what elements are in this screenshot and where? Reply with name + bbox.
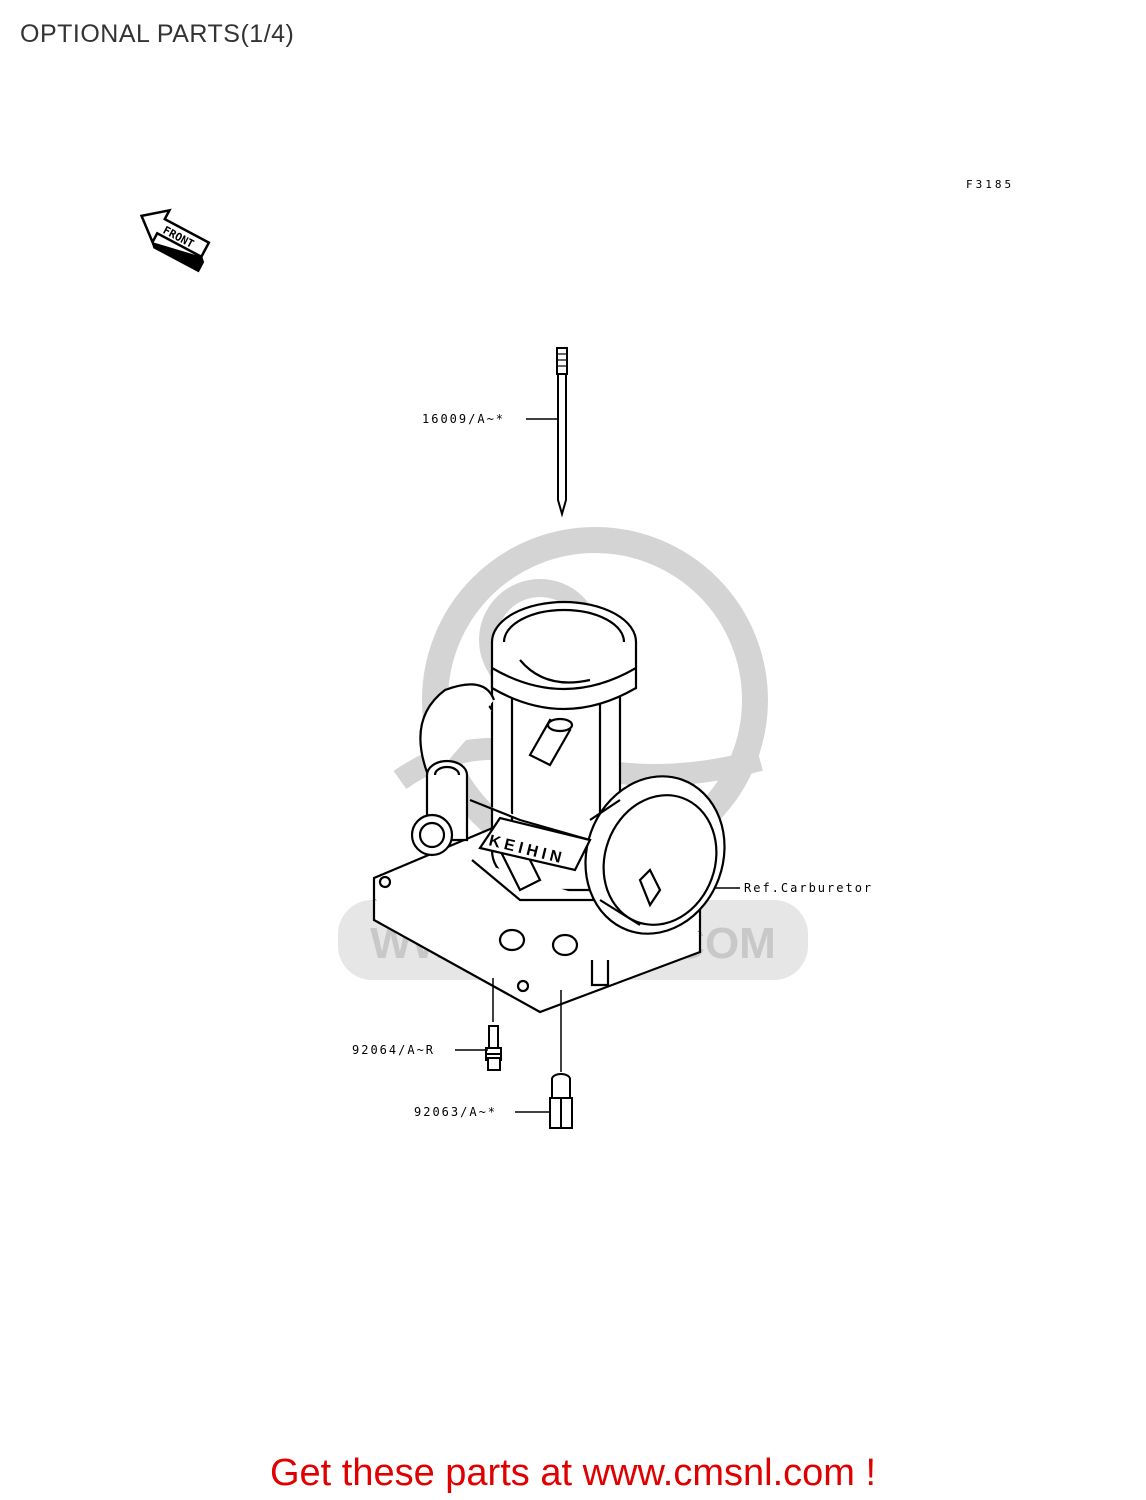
part-label-92064: 92064/A~R [352,1043,435,1057]
get-parts-link[interactable]: Get these parts at www.cmsnl.com ! [269,1452,877,1494]
carburetor-body [372,600,726,1014]
page-title: OPTIONAL PARTS(1/4) [20,20,295,48]
part-label-92063: 92063/A~* [414,1105,497,1119]
front-arrow-icon: FRONT [139,208,211,273]
figure-code: F3185 [966,178,1015,191]
part-16009-needle [526,347,568,518]
part-label-ref-carburetor: Ref.Carburetor [744,881,873,895]
part-92063-main-jet [549,1073,573,1129]
part-label-16009: 16009/A~* [422,412,505,426]
part-92064-pilot-jet [485,1025,502,1071]
